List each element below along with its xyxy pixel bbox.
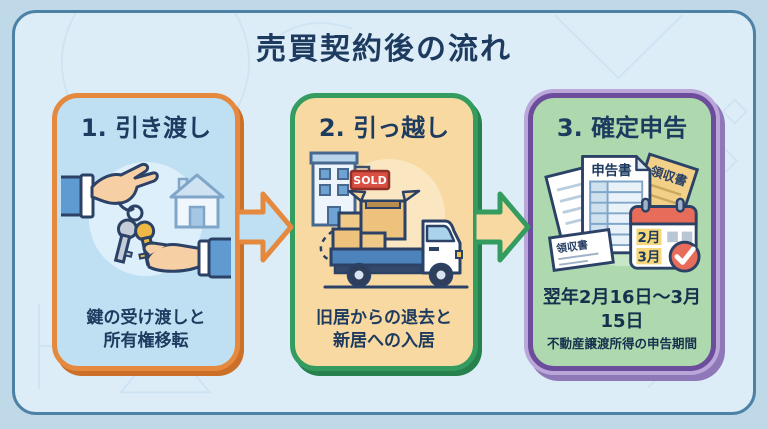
step-caption: 翌年2月16日〜3月15日 不動産譲渡所得の申告期間: [542, 286, 702, 352]
tax-illustration-icon: 領収書 申告書 領収書: [544, 152, 701, 273]
step-panel-handover: 1. 引き渡し: [52, 93, 240, 371]
svg-text:領収書: 領収書: [555, 238, 590, 255]
step-heading: 1. 引き渡し: [80, 114, 212, 142]
flow-arrow-2-icon: [473, 191, 531, 263]
check-icon: [668, 240, 701, 273]
svg-text:2月: 2月: [638, 230, 661, 246]
handover-illustration-icon: [61, 162, 231, 279]
receipt-front-icon: 領収書: [547, 228, 615, 273]
step-heading: 3. 確定申告: [556, 114, 688, 142]
svg-text:申告書: 申告書: [591, 162, 631, 179]
calendar-icon: 2月 3月: [629, 197, 701, 273]
step-panel-tax-return: 3. 確定申告 領収書 申告書: [528, 93, 716, 371]
giving-hand-icon: [61, 163, 159, 219]
steps-row: 1. 引き渡し: [52, 93, 716, 371]
step-panel-moving: 2. 引っ越し SOLD: [290, 93, 478, 371]
sold-sign: [349, 169, 391, 191]
page-title: 売買契約後の流れ: [256, 32, 512, 67]
step-caption: 鍵の受け渡しと 所有権移転: [86, 308, 206, 352]
receiving-hand-icon: [142, 237, 231, 279]
sold-sign-label: SOLD: [353, 174, 386, 187]
moving-truck-icon: [323, 189, 469, 289]
step-caption: 旧居からの退去と 新居への入居: [316, 308, 452, 352]
house-icon: [169, 173, 225, 229]
moving-illustration-icon: SOLD: [309, 151, 469, 289]
flow-arrow-1-icon: [236, 191, 294, 263]
svg-text:3月: 3月: [638, 249, 661, 265]
step-heading: 2. 引っ越し: [318, 114, 450, 142]
